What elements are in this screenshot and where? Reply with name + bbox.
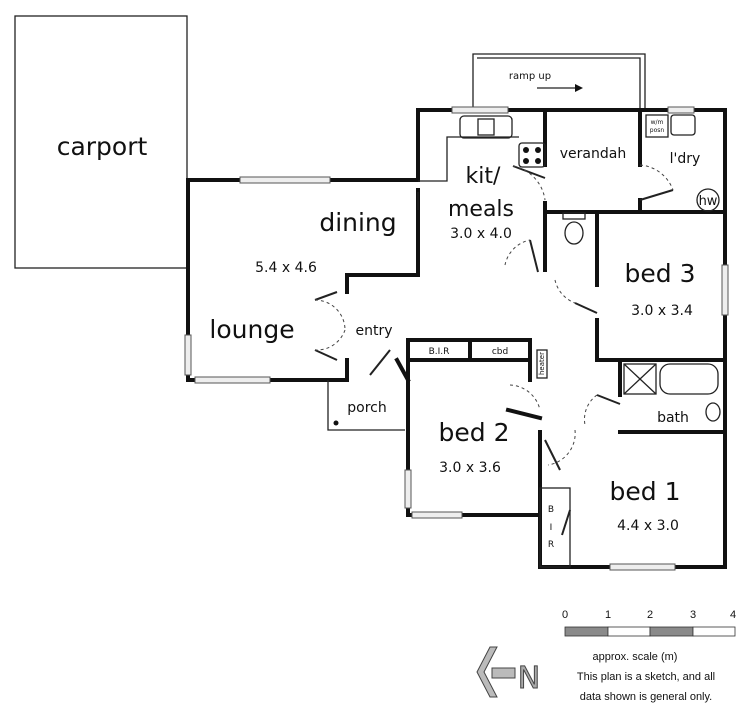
bed1-size: 4.4 x 3.0 [617,518,679,534]
bath-label: bath [657,410,689,426]
bed1-label: bed 1 [610,477,681,506]
hot-water-icon [696,188,720,212]
north-arrow-icon: N [476,646,541,698]
washing-machine-position: w/m posn [645,114,669,138]
kitchen-label-2: meals [448,197,514,222]
scale-tick-3: 3 [690,609,696,621]
bathtub-icon [659,363,719,395]
kitchen-bench [418,136,519,182]
scale-tick-2: 2 [647,609,653,621]
disclaimer-line-2: data shown is general only. [580,691,713,703]
basin-icon [705,402,721,422]
doors [314,164,674,536]
scale-tick-4: 4 [730,609,736,621]
north-label: N [518,661,540,696]
scale-tick-1: 1 [605,609,611,621]
scale-caption: approx. scale (m) [593,651,678,663]
porch-outline [327,380,405,431]
bed3-label: bed 3 [625,259,696,288]
lounge-label: lounge [209,315,294,344]
laundry-label: l'dry [670,151,701,167]
toilet-icon [562,212,586,245]
dining-label: dining [319,208,396,237]
bed2-bir-label: B.I.R [429,347,450,357]
verandah-label: verandah [560,146,626,162]
porch-label: porch [347,400,386,416]
wm-label: w/m [651,119,664,126]
carport-outline [14,15,188,269]
carport-label: carport [57,132,148,161]
scale-bar: 0 1 2 3 4 approx. scale (m) This plan is… [562,609,736,703]
porch-light-icon [333,420,339,426]
laundry-tub-icon [670,114,696,136]
ramp: ramp up [472,53,646,110]
kitchen-size: 3.0 x 4.0 [450,226,512,242]
bed3-size: 3.0 x 3.4 [631,303,693,319]
bed1-bir-b: B [548,505,554,515]
cbd-label: cbd [492,347,508,357]
shower-icon [623,363,657,395]
stove-icon [518,142,546,168]
entry-label: entry [355,323,392,339]
bed2-label: bed 2 [439,418,510,447]
arrowhead-icon [575,84,583,92]
bed1-bir-r: R [548,540,554,550]
disclaimer-line-1: This plan is a sketch, and all [577,671,715,683]
bed1-bir-i: I [550,523,553,533]
bed2-size: 3.0 x 3.6 [439,460,501,476]
hw-label: hw [699,194,718,209]
heater-icon [536,349,548,379]
heater-label: heater [538,352,546,375]
posn-label: posn [650,127,665,134]
lounge-size: 5.4 x 4.6 [255,260,317,276]
windows [184,106,729,571]
kitchen-sink-icon [459,115,513,139]
scale-tick-0: 0 [562,609,568,621]
ramp-label: ramp up [509,71,551,82]
kitchen-label-1: kit/ [466,164,501,189]
